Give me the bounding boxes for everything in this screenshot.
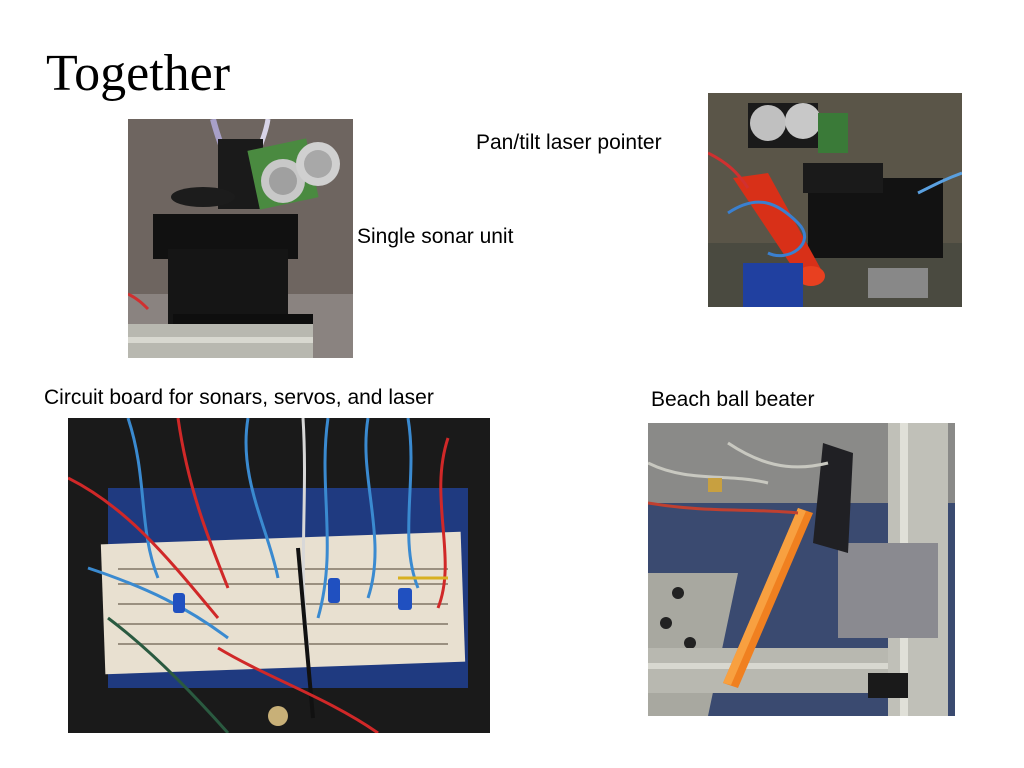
circuit-caption: Circuit board for sonars, servos, and la…: [44, 386, 434, 409]
slide-title: Together: [46, 45, 231, 102]
sonar-caption: Single sonar unit: [357, 225, 514, 248]
circuit-board-photo: [68, 418, 490, 733]
sonar-unit-photo: [128, 119, 353, 358]
laser-caption: Pan/tilt laser pointer: [476, 131, 662, 154]
beach-ball-beater-photo: [648, 423, 955, 716]
laser-pointer-photo: [708, 93, 962, 307]
beater-caption: Beach ball beater: [651, 388, 815, 411]
